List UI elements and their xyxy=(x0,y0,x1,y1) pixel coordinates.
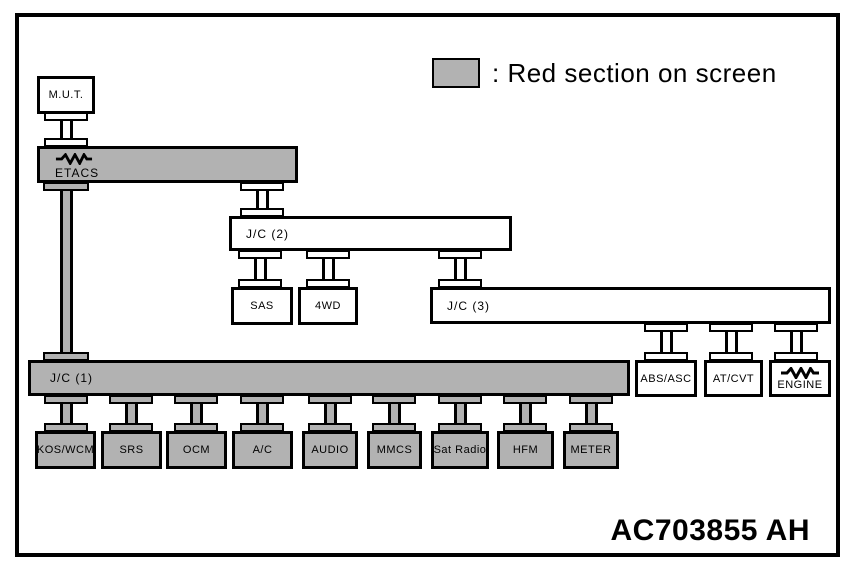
node-koswcm: KOS/WCM xyxy=(35,431,96,469)
node-mmcs-label: MMCS xyxy=(376,444,413,456)
connector-stem xyxy=(189,404,203,423)
node-meter-label: METER xyxy=(570,444,612,456)
bus-jc3-label: J/C (3) xyxy=(447,298,490,313)
node-srs-label: SRS xyxy=(119,444,144,456)
node-atcvt: AT/CVT xyxy=(704,360,763,397)
node-engine: ENGINE xyxy=(769,360,831,397)
connector-bar xyxy=(238,250,282,259)
legend-label: : Red section on screen xyxy=(492,57,777,88)
connector-stem xyxy=(59,121,73,138)
connector-mut-etacs xyxy=(44,112,88,147)
bus-jc1: J/C (1) xyxy=(28,360,630,396)
node-4wd: 4WD xyxy=(298,287,358,325)
connector-stem xyxy=(59,404,73,423)
connector-stem xyxy=(323,404,337,423)
connector-stem xyxy=(453,404,467,423)
connector-stem xyxy=(789,332,803,352)
bus-etacs-content: ETACS xyxy=(55,153,99,180)
connector-bar xyxy=(109,395,153,404)
node-sas-label: SAS xyxy=(250,300,274,312)
connector-bar xyxy=(306,250,350,259)
node-hfm-label: HFM xyxy=(512,444,539,456)
connector-jc3-engine xyxy=(774,323,818,361)
connector-stem xyxy=(255,191,269,208)
node-mut-label: M.U.T. xyxy=(48,89,84,101)
connector-jc1-srs xyxy=(109,395,153,432)
node-absasc-label: ABS/ASC xyxy=(640,372,692,385)
node-satradio: Sat Radio xyxy=(431,431,489,469)
node-mmcs: MMCS xyxy=(367,431,422,469)
connector-stem xyxy=(518,404,532,423)
diagram-frame xyxy=(15,13,840,557)
connector-stem xyxy=(124,404,138,423)
connector-jc1-koswcm xyxy=(44,395,88,432)
connector-stem xyxy=(724,332,738,352)
node-hfm: HFM xyxy=(497,431,554,469)
connector-etacs-jc2 xyxy=(240,182,284,217)
connector-stem xyxy=(255,404,269,423)
node-atcvt-label: AT/CVT xyxy=(712,372,755,385)
bus-etacs-label: ETACS xyxy=(55,166,100,180)
node-mut: M.U.T. xyxy=(37,76,95,114)
connector-jc1-meter xyxy=(569,395,613,432)
connector-jc3-atcvt xyxy=(709,323,753,361)
node-koswcm-label: KOS/WCM xyxy=(36,444,95,456)
node-srs: SRS xyxy=(101,431,162,469)
resistor-icon xyxy=(781,366,819,379)
connector-bar xyxy=(372,395,416,404)
trunk-etacs-jc1 xyxy=(43,182,89,361)
connector-bar xyxy=(503,395,547,404)
node-engine-label: ENGINE xyxy=(777,378,823,391)
connector-bar xyxy=(174,395,218,404)
node-absasc: ABS/ASC xyxy=(635,360,697,397)
connector-jc2-4wd xyxy=(306,250,350,288)
connector-bar xyxy=(438,250,482,259)
connector-bar xyxy=(709,323,753,332)
connector-bar xyxy=(569,395,613,404)
connector-stem xyxy=(59,191,73,352)
connector-stem xyxy=(453,259,467,279)
connector-bar xyxy=(44,395,88,404)
connector-bar xyxy=(774,323,818,332)
connector-stem xyxy=(253,259,267,279)
connector-bar xyxy=(240,395,284,404)
node-ocm: OCM xyxy=(166,431,227,469)
connector-stem xyxy=(321,259,335,279)
legend-swatch xyxy=(432,58,480,88)
bus-etacs: ETACS xyxy=(37,146,298,183)
node-ocm-label: OCM xyxy=(182,444,211,456)
figure-code: AC703855 AH xyxy=(610,514,810,547)
bus-jc1-label: J/C (1) xyxy=(50,371,93,385)
connector-bar xyxy=(644,323,688,332)
connector-jc3-absasc xyxy=(644,323,688,361)
connector-jc2-sas xyxy=(238,250,282,288)
resistor-icon xyxy=(55,153,93,165)
node-meter: METER xyxy=(563,431,619,469)
connector-jc1-ocm xyxy=(174,395,218,432)
node-ac-label: A/C xyxy=(252,444,273,456)
connector-bar xyxy=(240,182,284,191)
legend: : Red section on screen xyxy=(432,57,777,89)
connector-stem xyxy=(659,332,673,352)
connector-jc1-satradio xyxy=(438,395,482,432)
node-audio: AUDIO xyxy=(302,431,358,469)
connector-stem xyxy=(584,404,598,423)
bus-jc2: J/C (2) xyxy=(229,216,512,251)
connector-jc1-audio xyxy=(308,395,352,432)
node-4wd-label: 4WD xyxy=(315,300,341,312)
connector-bar xyxy=(308,395,352,404)
bus-jc3: J/C (3) xyxy=(430,287,831,324)
connector-jc1-ac xyxy=(240,395,284,432)
connector-stem xyxy=(387,404,401,423)
connector-bar xyxy=(43,182,89,191)
node-ac: A/C xyxy=(232,431,293,469)
node-satradio-label: Sat Radio xyxy=(433,444,487,456)
connector-jc1-hfm xyxy=(503,395,547,432)
connector-bar xyxy=(438,395,482,404)
connector-jc2-jc3 xyxy=(438,250,482,288)
bus-jc2-label: J/C (2) xyxy=(246,226,289,241)
node-sas: SAS xyxy=(231,287,293,325)
connector-jc1-mmcs xyxy=(372,395,416,432)
node-audio-label: AUDIO xyxy=(311,444,349,456)
